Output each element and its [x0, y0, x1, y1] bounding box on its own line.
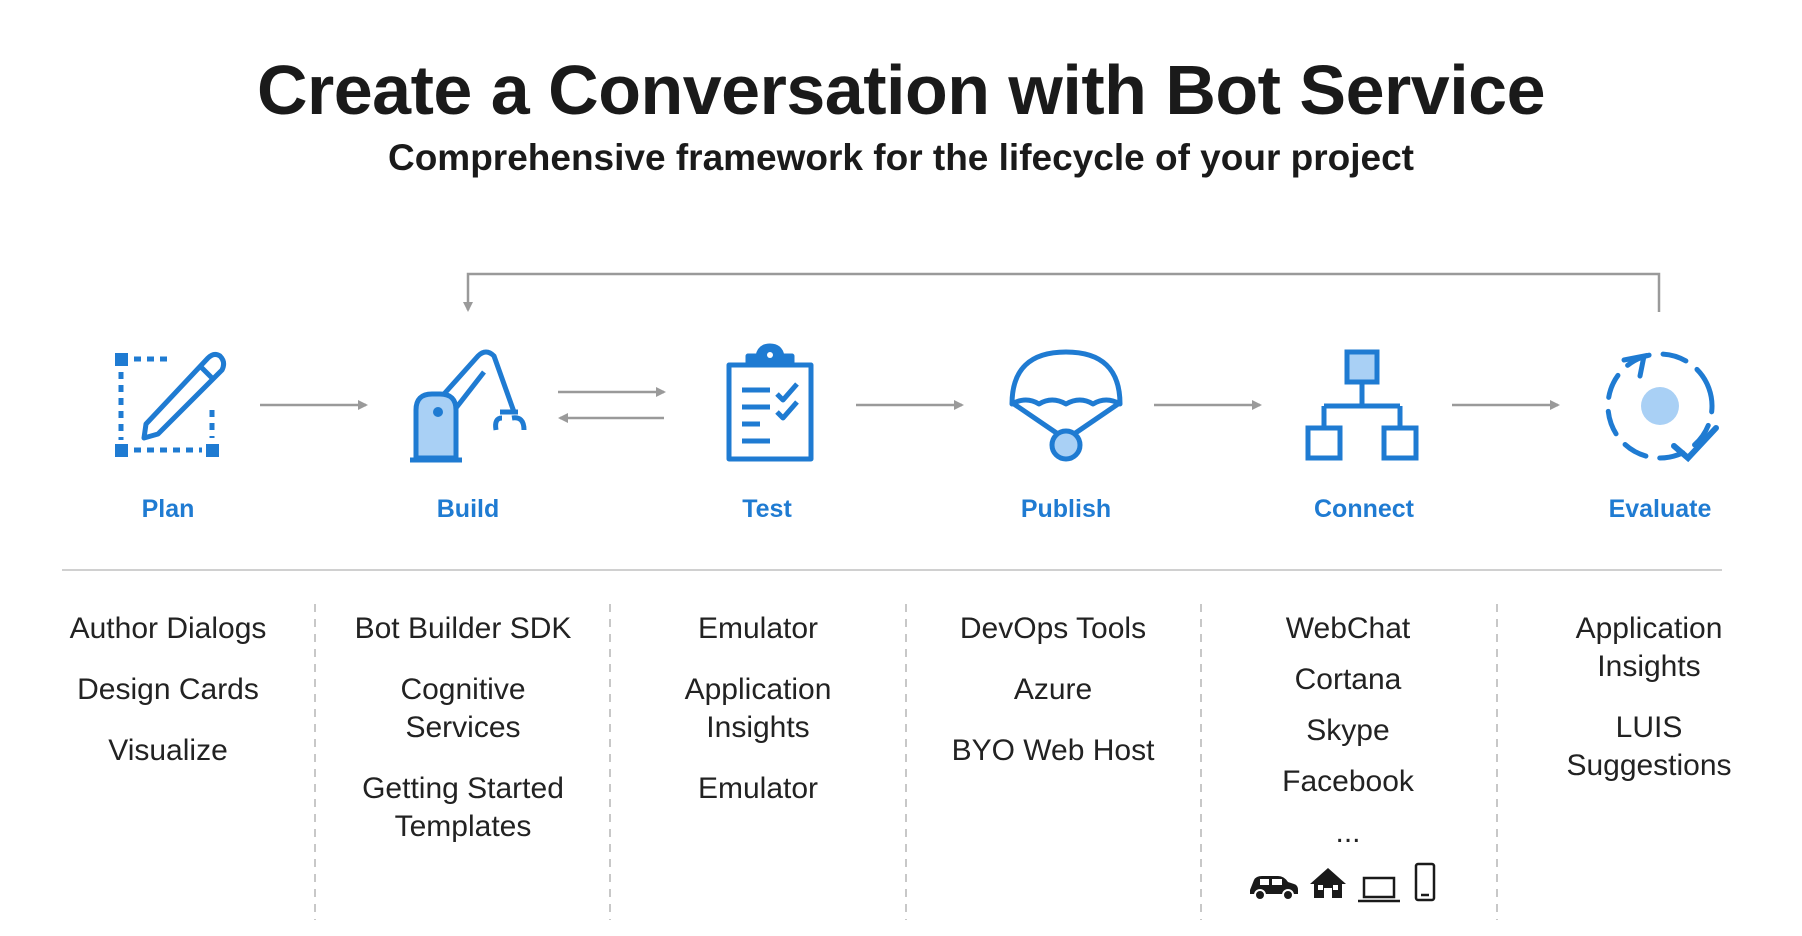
- device-icons: [1250, 862, 1436, 903]
- tool-item: Author Dialogs: [69, 612, 267, 645]
- tool-item: Azure: [1013, 673, 1093, 706]
- tool-item: WebChat: [1285, 612, 1411, 645]
- page-subtitle: Comprehensive framework for the lifecycl…: [387, 137, 1414, 178]
- laptop-icon: [1358, 876, 1400, 903]
- stage-label-build: Build: [436, 495, 500, 523]
- tool-item: Skype: [1306, 714, 1390, 747]
- stage-label-publish: Publish: [1020, 495, 1112, 523]
- clipboard-check-icon: [726, 343, 814, 462]
- tool-item: Cortana: [1294, 663, 1402, 696]
- page-title: Create a Conversation with Bot Service: [256, 51, 1546, 129]
- tool-item: Bot Builder SDK: [354, 612, 572, 645]
- evaluate-cycle-icon: [1605, 351, 1719, 463]
- phone-icon: [1414, 862, 1436, 902]
- feedback-loop-arrow: [463, 272, 1661, 312]
- stage-label-plan: Plan: [141, 495, 195, 523]
- house-icon: [1310, 868, 1346, 898]
- tool-item: DevOps Tools: [959, 612, 1147, 645]
- tool-item: Emulator: [697, 612, 819, 645]
- tool-item: BYO Web Host: [951, 734, 1155, 767]
- tool-item: Design Cards: [77, 673, 259, 706]
- parachute-icon: [1009, 349, 1123, 462]
- stage-label-evaluate: Evaluate: [1608, 495, 1712, 523]
- tool-item: Visualize: [108, 734, 228, 767]
- edit-icon: [115, 351, 227, 457]
- car-icon: [1250, 876, 1298, 901]
- tool-item: ...: [1335, 816, 1361, 849]
- tool-item: Emulator: [697, 772, 819, 805]
- tool-item: Facebook: [1282, 765, 1414, 798]
- hierarchy-icon: [1305, 349, 1419, 461]
- robot-arm-icon: [410, 349, 527, 463]
- stage-label-test: Test: [742, 495, 792, 523]
- stage-label-connect: Connect: [1314, 495, 1414, 523]
- column-separators: [314, 604, 1498, 920]
